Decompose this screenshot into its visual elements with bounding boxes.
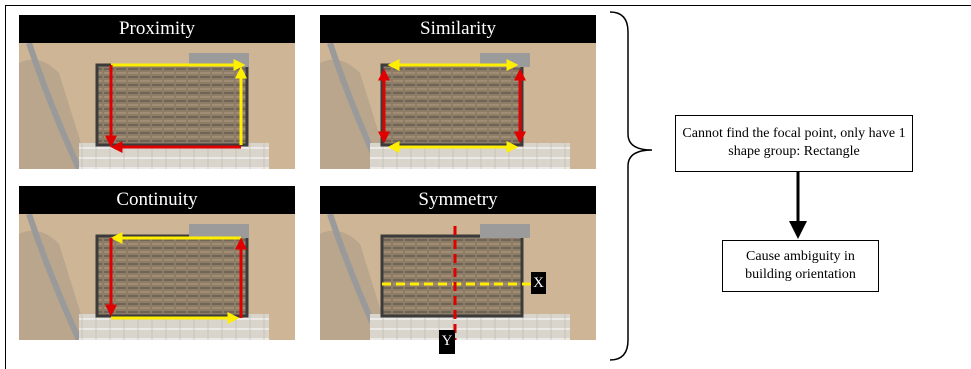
axis-label-y: Y	[439, 330, 455, 354]
focal-point-note: Cannot find the focal point, only have 1…	[675, 115, 913, 172]
arrows-proximity	[105, 59, 247, 153]
aerial-photo-proximity	[19, 43, 295, 169]
aerial-photo-symmetry	[320, 214, 596, 340]
panel-title-continuity: Continuity	[19, 186, 295, 214]
curly-brace	[609, 11, 653, 361]
ambiguity-note: Cause ambiguity in building orientation	[722, 240, 879, 292]
frame-left-line	[5, 5, 6, 369]
panel-title-proximity: Proximity	[19, 15, 295, 43]
axis-label-x: X	[531, 272, 546, 294]
panel-title-symmetry: Symmetry	[320, 186, 596, 214]
aerial-photo-similarity	[320, 43, 596, 169]
panel-title-similarity: Similarity	[320, 15, 596, 43]
symmetry-axes	[382, 226, 532, 340]
down-arrow-icon	[789, 171, 807, 239]
aerial-photo-continuity	[19, 214, 295, 340]
arrows-continuity	[105, 232, 247, 324]
frame-top-line	[5, 5, 971, 6]
arrows-similarity	[378, 59, 526, 153]
